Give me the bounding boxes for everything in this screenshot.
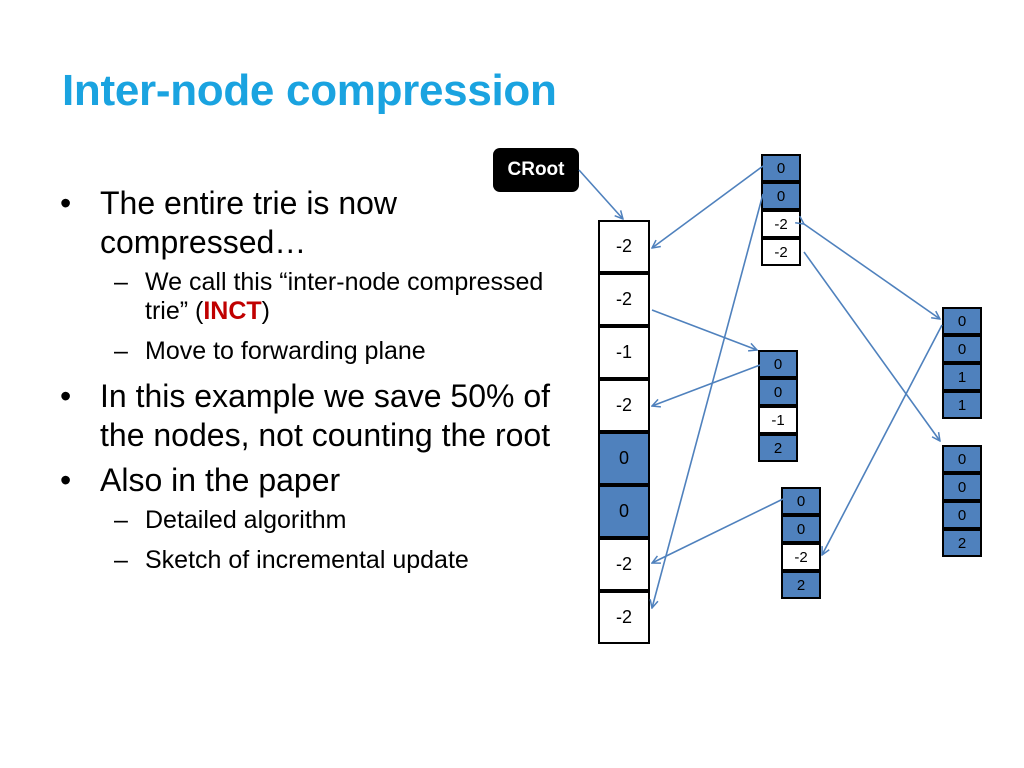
node-a-cell: -2	[761, 210, 801, 238]
bullet-item: • The entire trie is now compressed…	[60, 184, 560, 262]
bullet-text: The entire trie is now compressed…	[100, 185, 398, 260]
node-e-cell: 0	[942, 473, 982, 501]
root-array-cell: 0	[598, 485, 650, 538]
sub-bullet-text-end: )	[261, 297, 270, 325]
node-b-cell: 0	[758, 378, 798, 406]
node-c-cell: -2	[781, 543, 821, 571]
bullet-item: • In this example we save 50% of the nod…	[60, 377, 560, 455]
bullet-dash-icon: –	[114, 546, 128, 574]
sub-bullet-text: Move to forwarding plane	[145, 337, 426, 365]
node-d-cell: 1	[942, 391, 982, 419]
bullet-dash-icon: –	[114, 506, 128, 534]
sub-bullet-item: – Sketch of incremental update	[60, 546, 560, 575]
arrow-node-a-to-node-d	[804, 224, 940, 319]
bullet-text: In this example we save 50% of the nodes…	[100, 378, 551, 453]
node-e-cell: 0	[942, 501, 982, 529]
node-c-cell: 2	[781, 571, 821, 599]
arrow-root1-to-node-b	[651, 309, 757, 350]
bullet-list: • The entire trie is now compressed… – W…	[60, 184, 560, 586]
arrow-node-b-to-root3	[652, 364, 761, 406]
arrow-node-c-to-root6	[652, 498, 784, 563]
sub-bullet-text: Sketch of incremental update	[145, 546, 469, 574]
bullet-dash-icon: –	[114, 337, 128, 365]
node-d-cell: 0	[942, 307, 982, 335]
node-c-cell: 0	[781, 515, 821, 543]
root-array-cell: -2	[598, 591, 650, 644]
bullet-item: • Also in the paper	[60, 461, 560, 500]
arrow-root0-to-node-a	[652, 165, 764, 248]
arrow-node-a-to-root7	[652, 193, 764, 608]
root-array-cell: -2	[598, 379, 650, 432]
node-d-cell: 1	[942, 363, 982, 391]
arrow-node-d-to-node-c	[822, 324, 943, 555]
root-array-cell: 0	[598, 432, 650, 485]
node-b-cell: 2	[758, 434, 798, 462]
bullet-dot-icon: •	[60, 185, 72, 221]
bullet-dot-icon: •	[60, 462, 72, 498]
root-array-cell: -2	[598, 273, 650, 326]
sub-bullet-text: Detailed algorithm	[145, 506, 347, 534]
root-array-cell: -2	[598, 538, 650, 591]
sub-bullet-text: We call this “inter-node compressed trie…	[145, 268, 544, 325]
node-e-cell: 0	[942, 445, 982, 473]
root-array-cell: -2	[598, 220, 650, 273]
slide-title: Inter-node compression	[62, 66, 557, 115]
node-a-cell: 0	[761, 154, 801, 182]
node-e-cell: 2	[942, 529, 982, 557]
croot-box: CRoot	[493, 148, 579, 192]
bullet-dash-icon: –	[114, 268, 128, 296]
arrow-croot-to-root	[578, 169, 623, 219]
node-b-cell: -1	[758, 406, 798, 434]
sub-bullet-item: – Move to forwarding plane	[60, 337, 560, 366]
bullet-text: Also in the paper	[100, 462, 341, 498]
root-array-cell: -1	[598, 326, 650, 379]
bullet-dot-icon: •	[60, 378, 72, 414]
node-d-cell: 0	[942, 335, 982, 363]
node-c-cell: 0	[781, 487, 821, 515]
arrow-node-a-to-node-e	[803, 251, 940, 441]
node-b-cell: 0	[758, 350, 798, 378]
sub-bullet-item: – We call this “inter-node compressed tr…	[60, 268, 560, 326]
sub-bullet-item: – Detailed algorithm	[60, 506, 560, 535]
inct-highlight: INCT	[203, 297, 262, 325]
